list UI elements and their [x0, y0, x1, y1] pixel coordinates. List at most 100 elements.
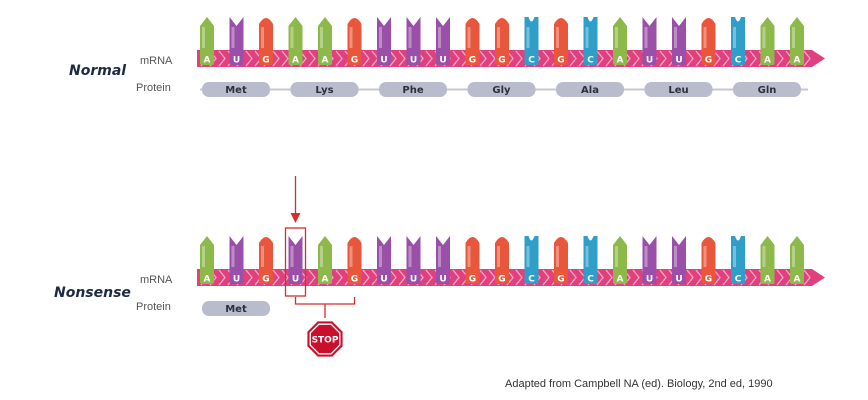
normal-base-tab-11	[524, 49, 539, 65]
nonsense-nucleotide-14: A	[613, 236, 627, 285]
nonsense-base-letter-14: A	[617, 275, 624, 285]
normal-base-tab-7	[406, 49, 421, 65]
normal-amino-acid-0: Met	[202, 82, 270, 97]
nonsense-nucleotide-shine-9	[467, 246, 471, 267]
nonsense-base-tab-17	[701, 268, 716, 284]
nonsense-nucleotide-1: U	[229, 236, 244, 285]
normal-nucleotide-shine-17	[703, 27, 707, 48]
normal-base-letter-7: U	[410, 56, 417, 66]
normal-amino-acid-6: Gln	[733, 82, 801, 97]
normal-nucleotide-6: U	[377, 17, 391, 66]
nonsense-nucleotide-shine-19	[762, 246, 766, 267]
normal-nucleotide-shine-0	[202, 27, 205, 48]
normal-nucleotide-17: G	[701, 18, 716, 66]
nonsense-nucleotide-shine-11	[526, 246, 530, 267]
nonsense-nucleotide-shine-0	[202, 246, 205, 267]
nonsense-base-tab-4	[318, 268, 332, 284]
nonsense-amino-acid-label-0: Met	[225, 304, 247, 315]
normal-nucleotide-body-15	[642, 17, 657, 50]
normal-base-letter-5: G	[351, 56, 358, 66]
normal-base-letter-14: A	[617, 56, 624, 66]
nonsense-nucleotide-5: G	[347, 237, 362, 285]
normal-nucleotide-shine-4	[320, 27, 323, 48]
normal-base-tab-18	[731, 49, 745, 65]
nonsense-nucleotide-4: A	[318, 236, 332, 285]
nonsense-nucleotide-body-17	[701, 237, 716, 269]
nonsense-nucleotide-shine-15	[644, 246, 648, 267]
credit-text: Adapted from Campbell NA (ed). Biology, …	[505, 378, 773, 390]
normal-nucleotide-shine-13	[585, 27, 589, 48]
normal-base-letter-2: G	[262, 56, 269, 66]
normal-base-letter-10: G	[498, 56, 505, 66]
nonsense-protein-label: Protein	[136, 301, 171, 313]
nonsense-base-letter-19: A	[764, 275, 771, 285]
normal-nucleotide-body-3	[288, 17, 303, 50]
normal-nucleotide-body-5	[347, 18, 362, 50]
normal-nucleotide-shine-1	[231, 27, 235, 48]
normal-amino-acid-label-6: Gln	[758, 85, 777, 96]
normal-nucleotide-10: G	[495, 18, 509, 66]
nonsense-base-tab-6	[377, 268, 391, 284]
normal-nucleotide-body-0	[200, 17, 214, 50]
normal-nucleotide-20: A	[790, 17, 804, 66]
normal-amino-acid-box-6	[733, 82, 801, 97]
nonsense-nucleotide-20: A	[790, 236, 804, 285]
nonsense-nucleotide-17: G	[701, 237, 716, 285]
normal-nucleotide-7: U	[406, 17, 421, 66]
nonsense-nucleotide-body-5	[347, 237, 362, 269]
normal-amino-acid-4: Ala	[556, 82, 624, 97]
nonsense-nucleotide-shine-1	[231, 246, 235, 267]
nonsense-base-letter-2: G	[262, 275, 269, 285]
nonsense-nucleotide-shine-12	[556, 246, 559, 267]
nonsense-nucleotide-body-12	[554, 237, 568, 269]
nonsense-base-tab-0	[200, 268, 214, 284]
normal-nucleotide-shine-15	[644, 27, 648, 48]
nonsense-base-letter-15: U	[646, 275, 653, 285]
nonsense-amino-acid-box-0	[202, 301, 270, 316]
normal-amino-acid-label-1: Lys	[315, 85, 333, 96]
normal-base-letter-8: U	[439, 56, 446, 66]
nonsense-nucleotide-body-20	[790, 236, 804, 269]
normal-nucleotide-11: C	[524, 17, 539, 66]
nonsense-nucleotide-body-0	[200, 236, 214, 269]
nonsense-nucleotide-body-6	[377, 236, 391, 269]
nonsense-nucleotide-shine-14	[615, 246, 618, 267]
normal-nucleotide-12: G	[554, 18, 568, 66]
nonsense-base-letter-1: U	[233, 275, 240, 285]
nonsense-row-title: Nonsense	[54, 285, 131, 301]
nonsense-nucleotide-13: C	[583, 236, 598, 285]
normal-base-tab-16	[672, 49, 686, 65]
normal-nucleotide-body-16	[672, 17, 686, 50]
nonsense-base-letter-18: C	[735, 275, 742, 285]
nonsense-nucleotide-body-19	[760, 236, 775, 269]
normal-amino-acid-1: Lys	[290, 82, 359, 97]
nonsense-nucleotide-shine-13	[585, 246, 589, 267]
normal-nucleotide-shine-5	[349, 27, 353, 48]
nonsense-nucleotide-body-2	[259, 237, 273, 269]
normal-base-tab-6	[377, 49, 391, 65]
normal-nucleotide-shine-2	[261, 27, 264, 48]
nonsense-base-letter-3: U	[292, 275, 299, 285]
normal-nucleotide-body-1	[229, 17, 244, 50]
normal-nucleotide-body-14	[613, 17, 627, 50]
normal-nucleotide-shine-12	[556, 27, 559, 48]
nonsense-nucleotide-shine-7	[408, 246, 412, 267]
nonsense-base-letter-17: G	[705, 275, 712, 285]
normal-nucleotide-19: A	[760, 17, 775, 66]
normal-nucleotide-13: C	[583, 17, 598, 66]
nonsense-nucleotide-body-16	[672, 236, 686, 269]
nonsense-base-tab-11	[524, 268, 539, 284]
nonsense-nucleotide-shine-2	[261, 246, 264, 267]
normal-base-letter-20: A	[794, 56, 801, 66]
nonsense-nucleotide-2: G	[259, 237, 273, 285]
normal-nucleotide-body-20	[790, 17, 804, 50]
nonsense-base-tab-1	[229, 268, 244, 284]
stop-sign-text: STOP	[312, 336, 339, 346]
nonsense-nucleotide-3: U	[288, 236, 303, 285]
normal-nucleotide-15: U	[642, 17, 657, 66]
nonsense-base-letter-7: U	[410, 275, 417, 285]
nonsense-nucleotide-11: C	[524, 236, 539, 285]
nonsense-nucleotide-shine-5	[349, 246, 353, 267]
normal-base-tab-19	[760, 49, 775, 65]
